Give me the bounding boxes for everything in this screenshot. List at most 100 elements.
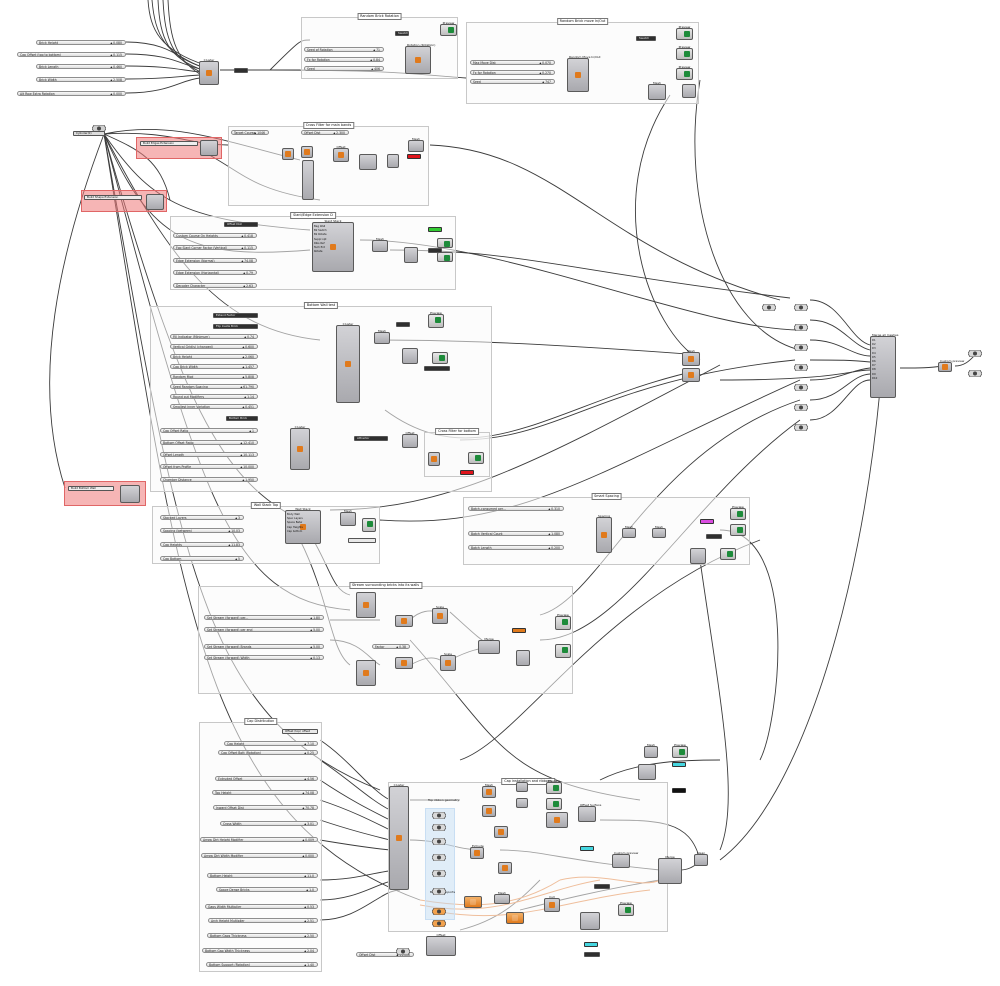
spacing-mesh-2[interactable]: Mesh [652,525,666,538]
bottom-red-swatch[interactable] [460,470,474,475]
slider-cross-width[interactable]: Cross Width3.01 [220,821,318,826]
flip-panel[interactable]: Flip Inside Brick [213,324,258,329]
black-swatch[interactable] [672,788,686,793]
custom-preview-final[interactable]: Custom preview [938,359,964,372]
stream-cluster-b[interactable] [356,660,376,686]
cylinder-hex-node[interactable] [91,117,107,133]
bottom-preview-3[interactable] [468,452,484,464]
wallstack-preview[interactable] [362,518,376,532]
relay-hex[interactable] [793,376,809,392]
spacing-deform[interactable] [690,548,706,564]
move-deform[interactable] [682,84,696,98]
offset-surface[interactable]: Offset Surface [578,803,601,822]
slider-arrow-height[interactable]: Arrow Dirt Height Modifier0.009 [200,837,318,842]
bottom-brick-panel[interactable]: Bottom Brick [226,416,258,421]
slant-preview-2[interactable] [437,252,453,262]
build-bottom-wall-panel[interactable]: Build Bottom Wall [68,486,114,491]
mid-mesh-2[interactable] [682,368,700,382]
cap-merge[interactable]: Merge [658,855,682,884]
filter-list[interactable] [302,160,314,200]
build-edges-panel[interactable]: Build Edges Extension [140,141,198,146]
cap-mesh-f[interactable] [516,798,528,808]
shape-component[interactable] [146,194,164,210]
cap-offset-panel[interactable]: Offset (top) offset [282,729,318,734]
group-stream-bricks[interactable]: Stream surrounding bricks into its walls [198,582,573,694]
spacing-preview[interactable]: Preview [730,505,746,520]
slider-brick-length[interactable]: Brick Length0.460 [36,64,126,69]
cap-right-mesh[interactable]: Mesh [644,743,658,758]
wallstack-mesh[interactable]: Mesh [340,509,356,526]
stream-cluster-a[interactable] [356,592,376,618]
relay-node[interactable] [234,68,248,73]
cap-orange-a[interactable] [464,896,482,908]
slider-bottom-brick-height[interactable]: Brick Height2.060 [170,354,258,359]
move-preview-3[interactable]: Preview [676,65,693,80]
move-preview-1[interactable]: Preview [676,25,693,40]
slider-offset-dist[interactable]: Offset Dist2.300 [301,130,349,135]
cap-dark-panel-2[interactable] [584,952,600,957]
relay-hex-left[interactable] [761,296,777,312]
bottom-deform[interactable] [402,348,418,364]
spacing-component[interactable]: Spacing [596,514,612,553]
cap-right-preview[interactable]: Preview [672,743,688,758]
cap-orange-b[interactable] [506,912,524,924]
cross-mesh[interactable]: Mesh [408,137,424,152]
spacing-preview-2[interactable] [730,524,746,536]
green-swatch[interactable] [428,227,442,232]
move-mesh[interactable]: Mesh [648,81,666,100]
slant-deform[interactable] [404,247,418,263]
build-shape-panel[interactable]: Build Shape Extension [84,195,142,200]
stream-offset-a[interactable] [395,615,413,627]
filter-b[interactable] [301,146,313,158]
relay-hex[interactable] [793,296,809,312]
slider-fx-rotation[interactable]: Fx for Rotation0.84 [304,57,384,62]
slider-edge-horizontal[interactable]: Edge Extension (Horizontal)0.79 [173,270,257,275]
offset-component[interactable]: Offset [333,145,349,162]
cluster-c[interactable]: Cluster [290,425,310,470]
slider-seed-spacing[interactable]: Seed Random Spacing61.790 [170,384,258,389]
slider-cap-offset-ratio[interactable]: Cap Offset Ratio1 [160,428,258,433]
rotation-panel[interactable]: Swatch [395,31,409,36]
slider-chamber[interactable]: Chamber Distance1.950 [160,477,258,482]
cap-deform-bottom[interactable] [580,912,600,930]
cluster-main[interactable]: Cluster [199,58,219,85]
spacing-preview-3[interactable] [720,548,736,560]
slider-slant-corner[interactable]: Fog Slant Corner Factor (Vertical)0.115 [173,245,257,250]
slider-bottom-offset-ratio[interactable]: Bottom Offset Ratio12.410 [160,440,258,445]
slider-decoder[interactable]: Decoder Character2.63 [173,283,257,288]
slider-cap-height[interactable]: Cap Height7.10 [224,741,318,746]
relay-hex[interactable] [793,416,809,432]
bottom-preview-2[interactable] [432,352,448,364]
slider-random-mod[interactable]: Random Mod5.808 [170,374,258,379]
magenta-swatch[interactable] [700,519,714,524]
slider-stream-width[interactable]: Set Stream (forward) Width0.13 [204,655,324,660]
slider-fx-move[interactable]: Fx for Rotation0.270 [470,70,555,75]
slant-mesh[interactable]: Mesh [372,237,388,252]
slider-stream-brands[interactable]: Set Stream (forward) Brands5.00 [204,644,324,649]
stream-preview[interactable]: Preview [555,613,571,630]
slider-gap-width-thickness[interactable]: Bottom Gap Width Thickness2.04 [202,948,318,953]
slider-spacing-between[interactable]: Spacing (between)10.03 [160,528,244,533]
filter-a[interactable] [282,148,294,160]
cap-preview-bottom[interactable]: Preview [618,901,634,916]
bottom-wall-component[interactable] [120,485,140,503]
slider-seed[interactable]: Seed406 [304,66,384,71]
red-swatch[interactable] [407,154,421,159]
slider-cap-heights[interactable]: Cap Heights11.83 [160,542,244,547]
hex-node[interactable] [431,862,447,878]
slider-gaps-width[interactable]: Gaps Width Multiplier0.53 [205,904,318,909]
slider-arrow-width[interactable]: Arrow Dirt Width Modifier0.000 [201,853,318,858]
slider-offset-profile[interactable]: Offset from Profile10.000 [160,464,258,469]
slider-round-out[interactable]: Round out Modifiers1.14 [170,394,258,399]
cyan-swatch-3[interactable] [584,942,598,947]
relay-hex[interactable] [793,316,809,332]
cap-clean[interactable]: Clean [694,851,708,866]
rotation-preview[interactable]: Preview [440,21,457,36]
cap-extrude[interactable]: Extrude [470,844,484,859]
stream-preview-2[interactable] [555,644,571,658]
output-hex[interactable] [967,362,983,378]
slider-edge-normal[interactable]: Edge Extension (Normal)74.08 [173,258,257,263]
slider-inner-variation[interactable]: Smallest inner Variation0.451 [170,404,258,409]
cluster-b[interactable]: Cluster [336,322,360,403]
mesh-join[interactable] [387,154,399,168]
